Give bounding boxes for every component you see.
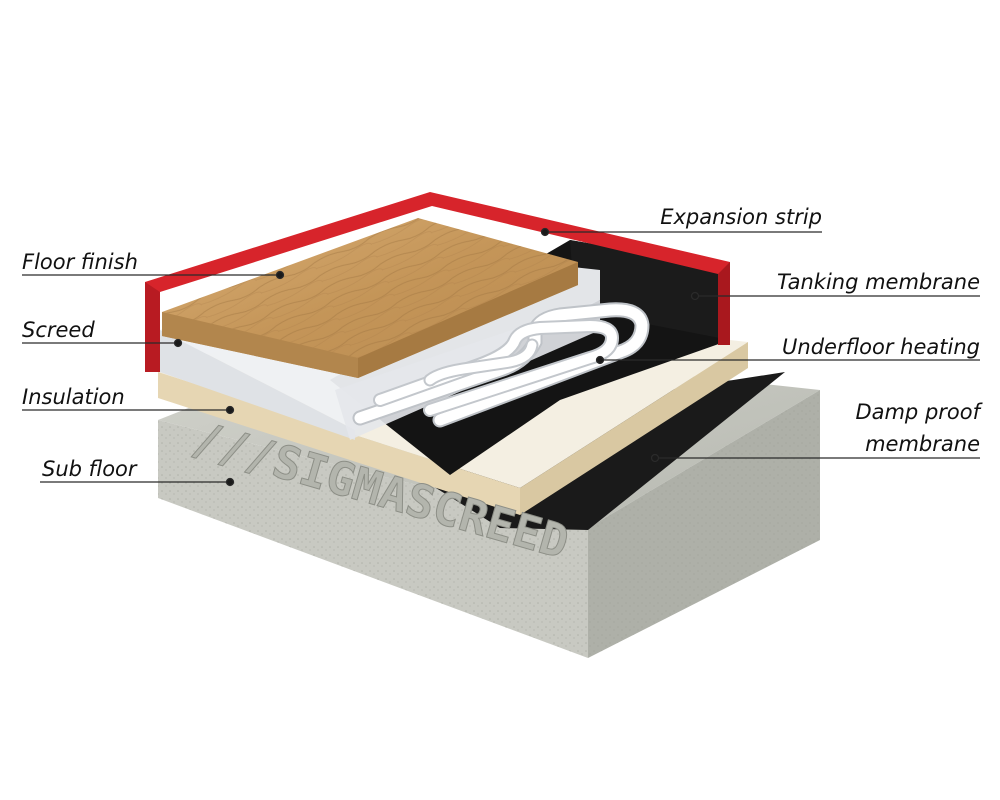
floor-finish-wood (162, 218, 578, 378)
label-damp-proof-line2: membrane (865, 432, 980, 456)
label-floor-finish: Floor finish (22, 250, 138, 274)
underfloor-heating-pipes (352, 302, 650, 428)
label-damp-proof-line1: Damp proof (855, 400, 980, 424)
expansion-strip (145, 192, 730, 372)
label-underfloor-heating: Underfloor heating (782, 335, 980, 359)
label-insulation: Insulation (22, 385, 125, 409)
label-screed: Screed (22, 318, 95, 342)
label-tanking-membrane: Tanking membrane (776, 270, 980, 294)
label-expansion-strip: Expansion strip (660, 205, 822, 229)
label-sub-floor: Sub floor (42, 457, 137, 481)
leader-lines (22, 227, 980, 487)
